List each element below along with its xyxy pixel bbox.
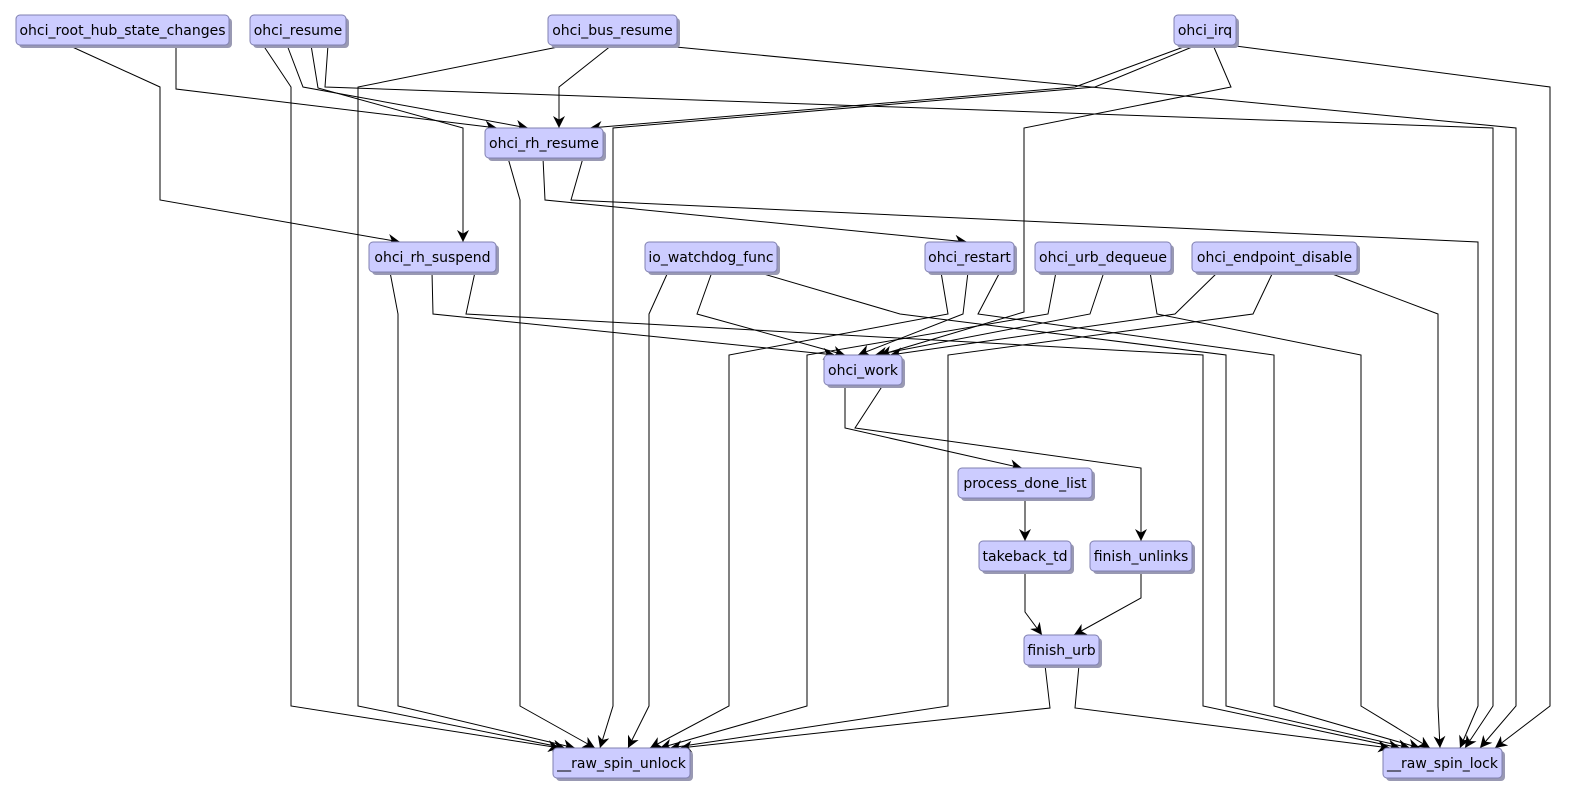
- node-label: ohci_resume: [254, 23, 343, 39]
- edge-ohci_irq-to-__raw_spin_unlock: [597, 44, 1198, 749]
- edge-io_watchdog_func-to-__raw_spin_lock: [756, 271, 1411, 752]
- node-label: ohci_restart: [928, 250, 1011, 266]
- node-ohci_bus_resume[interactable]: ohci_bus_resume: [547, 14, 680, 48]
- node-box: [978, 540, 1072, 572]
- node-box: [1023, 634, 1100, 666]
- edge-ohci_root_hub_state_changes-to-ohci_rh_suspend: [67, 44, 401, 246]
- edge-ohci_resume-to-ohci_rh_suspend: [310, 44, 469, 242]
- edge-finish_urb-to-__raw_spin_unlock: [679, 664, 1051, 753]
- edge-ohci_restart-to-__raw_spin_unlock: [649, 271, 949, 749]
- edge-ohci_rh_suspend-to-__raw_spin_lock: [465, 271, 1401, 752]
- node-label: ohci_rh_resume: [489, 136, 599, 152]
- edge-ohci_rh_suspend-to-__raw_spin_unlock: [389, 271, 576, 752]
- node-box: [924, 241, 1015, 273]
- node-box: [249, 14, 347, 46]
- edge-ohci_bus_resume-to-__raw_spin_unlock: [357, 44, 569, 752]
- edge-finish_unlinks-to-finish_urb: [1073, 571, 1142, 636]
- node-ohci_restart[interactable]: ohci_restart: [924, 241, 1017, 275]
- node-label: __raw_spin_unlock: [556, 756, 687, 772]
- edge-io_watchdog_func-to-ohci_work: [696, 271, 846, 358]
- node-ohci_work[interactable]: ohci_work: [823, 354, 905, 388]
- node-label: __raw_spin_lock: [1386, 756, 1499, 772]
- edge-ohci_irq-to-ohci_work: [879, 44, 1232, 358]
- node-box: [957, 467, 1093, 499]
- edge-ohci_restart-to-ohci_work: [857, 271, 969, 357]
- node-label: ohci_rh_suspend: [374, 250, 490, 266]
- edge-ohci_rh_resume-to-__raw_spin_unlock: [507, 157, 596, 749]
- node-box: [15, 14, 230, 46]
- node-label: ohci_bus_resume: [552, 23, 673, 39]
- edge-ohci_rh_resume-to-__raw_spin_lock: [570, 157, 1479, 749]
- node-ohci_resume[interactable]: ohci_resume: [249, 14, 349, 48]
- edge-ohci_work-to-process_done_list: [844, 385, 1023, 472]
- edge-ohci_irq-to-ohci_rh_resume: [589, 44, 1190, 133]
- edge-ohci_resume-to-ohci_rh_resume: [286, 44, 529, 132]
- edge-ohci_work-to-finish_unlinks: [854, 384, 1147, 541]
- edge-ohci_restart-to-__raw_spin_lock: [977, 271, 1421, 751]
- node-ohci_urb_dequeue[interactable]: ohci_urb_dequeue: [1034, 241, 1174, 275]
- node-raw_spin_lock[interactable]: __raw_spin_lock: [1382, 747, 1505, 781]
- node-ohci_endpoint_disable[interactable]: ohci_endpoint_disable: [1191, 241, 1360, 275]
- node-label: process_done_list: [963, 476, 1087, 492]
- node-label: ohci_work: [828, 363, 899, 379]
- edge-ohci_rh_suspend-to-ohci_work: [431, 271, 836, 360]
- edge-ohci_urb_dequeue-to-__raw_spin_unlock: [659, 271, 1057, 751]
- node-box: [1191, 241, 1358, 273]
- edge-ohci_bus_resume-to-ohci_rh_resume: [553, 44, 613, 128]
- node-box: [368, 241, 497, 273]
- edge-ohci_rh_resume-to-ohci_restart: [542, 157, 968, 247]
- node-label: finish_unlinks: [1094, 549, 1189, 565]
- node-ohci_irq[interactable]: ohci_irq: [1173, 14, 1239, 48]
- node-finish_urb[interactable]: finish_urb: [1023, 634, 1102, 668]
- edge-ohci_bus_resume-to-__raw_spin_lock: [654, 44, 1517, 749]
- node-label: io_watchdog_func: [648, 250, 773, 266]
- node-ohci_rh_resume[interactable]: ohci_rh_resume: [484, 127, 606, 161]
- edge-io_watchdog_func-to-__raw_spin_unlock: [627, 271, 669, 749]
- node-label: ohci_urb_dequeue: [1039, 250, 1167, 266]
- edge-ohci_root_hub_state_changes-to-ohci_rh_resume: [175, 45, 498, 133]
- node-box: [1034, 241, 1172, 273]
- node-box: [1089, 540, 1193, 572]
- node-box: [1382, 747, 1503, 779]
- node-io_watchdog_func[interactable]: io_watchdog_func: [644, 241, 780, 275]
- edge-takeback_td-to-finish_urb: [1024, 571, 1043, 636]
- node-label: ohci_root_hub_state_changes: [19, 23, 225, 39]
- edge-ohci_endpoint_disable-to-__raw_spin_unlock: [669, 271, 1274, 753]
- node-label: takeback_td: [983, 549, 1068, 565]
- edge-ohci_urb_dequeue-to-ohci_work: [874, 271, 1105, 359]
- node-takeback_td[interactable]: takeback_td: [978, 540, 1074, 574]
- node-box: [552, 747, 691, 779]
- edge-ohci_urb_dequeue-to-__raw_spin_lock: [1149, 271, 1431, 749]
- node-finish_unlinks[interactable]: finish_unlinks: [1089, 540, 1195, 574]
- node-process_done_list[interactable]: process_done_list: [957, 467, 1095, 501]
- edge-ohci_endpoint_disable-to-__raw_spin_lock: [1326, 271, 1446, 749]
- node-raw_spin_unlock[interactable]: __raw_spin_unlock: [552, 747, 693, 781]
- edges-layer: [67, 44, 1551, 753]
- node-box: [484, 127, 604, 159]
- node-label: ohci_irq: [1178, 23, 1232, 39]
- edge-ohci_endpoint_disable-to-ohci_work: [889, 271, 1219, 360]
- edge-ohci_resume-to-__raw_spin_unlock: [262, 44, 561, 753]
- node-box: [823, 354, 903, 386]
- edge-ohci_irq-to-__raw_spin_lock: [1227, 44, 1551, 749]
- node-box: [644, 241, 778, 273]
- node-box: [1173, 14, 1237, 46]
- edge-finish_urb-to-__raw_spin_lock: [1074, 664, 1391, 753]
- node-label: finish_urb: [1027, 643, 1095, 659]
- node-label: ohci_endpoint_disable: [1197, 250, 1352, 266]
- edge-ohci_resume-to-__raw_spin_lock: [324, 44, 1494, 749]
- node-box: [547, 14, 678, 46]
- node-ohci_rh_suspend[interactable]: ohci_rh_suspend: [368, 241, 499, 275]
- node-ohci_root_hub_state_changes[interactable]: ohci_root_hub_state_changes: [15, 14, 232, 48]
